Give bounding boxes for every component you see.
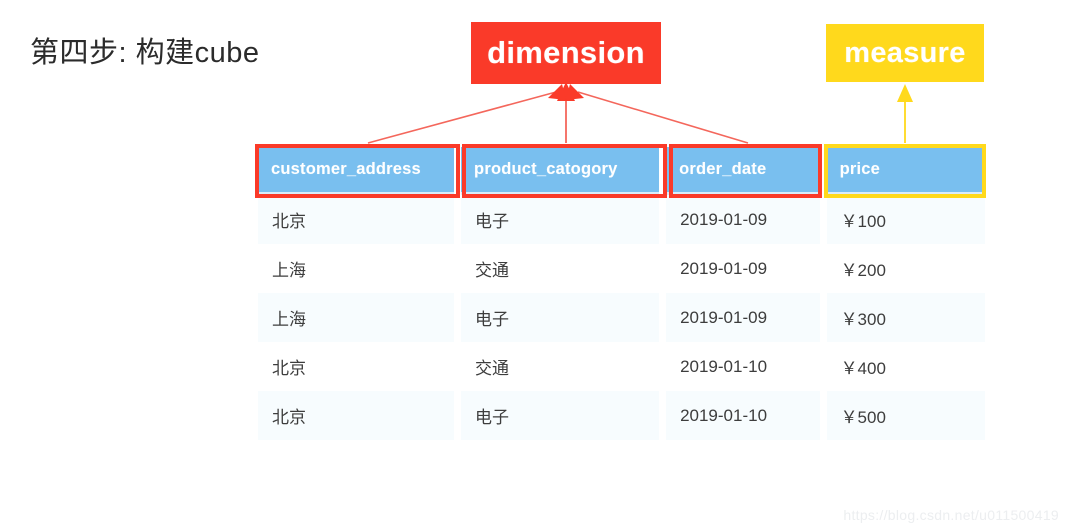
cell-price: ￥200 xyxy=(826,244,985,293)
cell-customer-address: 上海 xyxy=(258,244,455,293)
table-row: 上海 交通 2019-01-09 ￥200 xyxy=(258,244,985,293)
table-row: 上海 电子 2019-01-09 ￥300 xyxy=(258,293,985,342)
cell-order-date: 2019-01-10 xyxy=(666,342,820,391)
table-header-row: customer_address product_catogory order_… xyxy=(258,147,985,195)
cell-customer-address: 北京 xyxy=(258,391,455,440)
cell-order-date: 2019-01-10 xyxy=(666,391,820,440)
column-header-customer-address[interactable]: customer_address xyxy=(258,147,455,195)
table-row: 北京 电子 2019-01-10 ￥500 xyxy=(258,391,985,440)
column-header-label: customer_address xyxy=(271,160,421,178)
column-header-order-date[interactable]: order_date xyxy=(666,147,820,195)
cell-order-date: 2019-01-09 xyxy=(666,195,820,244)
cell-product-catogory: 交通 xyxy=(461,244,660,293)
cell-price: ￥500 xyxy=(826,391,985,440)
callout-measure: measure xyxy=(826,24,984,82)
column-header-price[interactable]: price xyxy=(826,147,985,195)
column-header-label: order_date xyxy=(679,160,767,178)
callout-dimension: dimension xyxy=(471,22,661,84)
table-row: 北京 交通 2019-01-10 ￥400 xyxy=(258,342,985,391)
arrow-order-date-to-dimension xyxy=(577,91,749,144)
cell-customer-address: 北京 xyxy=(258,342,455,391)
arrow-product-catogory-to-dimension xyxy=(557,82,575,143)
cell-price: ￥300 xyxy=(826,293,985,342)
column-header-product-catogory[interactable]: product_catogory xyxy=(461,147,660,195)
callout-dimension-label: dimension xyxy=(487,35,645,70)
cell-order-date: 2019-01-09 xyxy=(666,244,820,293)
cell-price: ￥400 xyxy=(826,342,985,391)
column-header-label: product_catogory xyxy=(474,160,618,178)
arrowhead-dimension-left xyxy=(548,84,566,100)
cell-product-catogory: 电子 xyxy=(461,293,660,342)
arrowhead-dimension-right xyxy=(566,84,584,100)
cell-product-catogory: 交通 xyxy=(461,342,660,391)
data-table: customer_address product_catogory order_… xyxy=(258,147,985,440)
watermark: https://blog.csdn.net/u011500419 xyxy=(843,507,1059,523)
callout-measure-label: measure xyxy=(844,36,966,69)
arrow-price-to-measure xyxy=(897,84,913,143)
cell-price: ￥100 xyxy=(826,195,985,244)
cell-order-date: 2019-01-09 xyxy=(666,293,820,342)
table-row: 北京 电子 2019-01-09 ￥100 xyxy=(258,195,985,244)
page-title: 第四步: 构建cube xyxy=(30,37,260,69)
cell-customer-address: 上海 xyxy=(258,293,455,342)
cell-product-catogory: 电子 xyxy=(461,195,660,244)
cell-product-catogory: 电子 xyxy=(461,391,660,440)
cell-customer-address: 北京 xyxy=(258,195,455,244)
column-header-label: price xyxy=(839,160,880,178)
arrow-customer-address-to-dimension xyxy=(367,91,557,144)
